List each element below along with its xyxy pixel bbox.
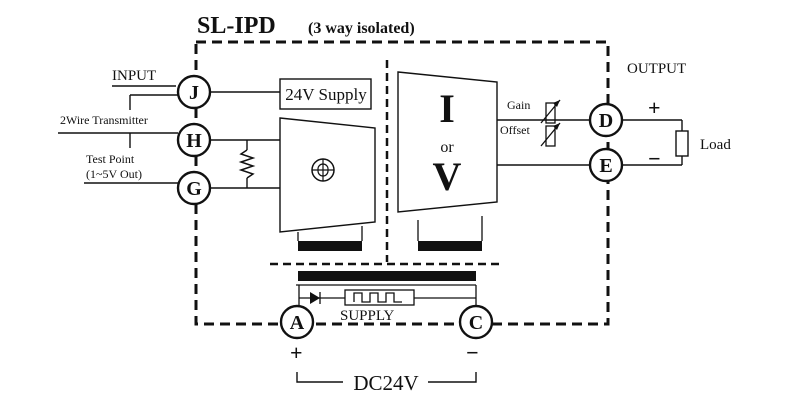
output-wiring (497, 119, 683, 166)
isolator-symbol-icon (311, 158, 335, 182)
terminal-j-label: J (189, 82, 199, 104)
terminal-h-label: H (186, 130, 202, 152)
converter-mid-label: or (440, 139, 454, 156)
terminal-a-label: A (290, 312, 305, 334)
gain-trimmer-icon[interactable] (540, 99, 561, 124)
gain-label: Gain (507, 98, 530, 112)
load-label: Load (700, 137, 731, 153)
converter-bottom-label: V (433, 154, 462, 199)
load-resistor (675, 130, 689, 157)
input-external-wiring (58, 85, 178, 184)
supply-oscillator (298, 285, 477, 306)
offset-label: Offset (500, 123, 530, 137)
supply-plus-sign: + (290, 340, 303, 365)
input-isolator-block (279, 117, 376, 233)
terminal-g-label: G (186, 178, 202, 200)
terminal-c-label: C (469, 312, 483, 334)
terminal-d-label: D (599, 110, 613, 132)
dc-voltage-label: DC24V (353, 371, 418, 395)
terminal-a[interactable]: A (279, 304, 315, 340)
terminal-d[interactable]: D (588, 102, 624, 138)
terminal-j[interactable]: J (176, 74, 212, 110)
supply-label: SUPPLY (340, 308, 395, 324)
supply-box-label: 24V Supply (285, 85, 367, 104)
supply-diode-icon (310, 292, 320, 304)
terminal-c[interactable]: C (458, 304, 494, 340)
test-point-range-label: (1~5V Out) (86, 167, 142, 181)
transformer-windings (296, 216, 483, 286)
output-plus-sign: + (648, 95, 661, 120)
terminal-e-label: E (599, 155, 612, 177)
output-minus-sign: − (648, 146, 661, 171)
terminal-h[interactable]: H (176, 122, 212, 158)
output-label: OUTPUT (627, 61, 686, 77)
dc-supply-bracket (296, 372, 477, 383)
terminal-e[interactable]: E (588, 147, 624, 183)
transmitter-label: 2Wire Transmitter (60, 113, 148, 127)
offset-trimmer-icon[interactable] (540, 122, 561, 147)
diagram-title: SL-IPD (197, 13, 276, 39)
module-enclosure (194, 40, 610, 326)
input-internal-wiring (210, 91, 280, 189)
converter-top-label: I (439, 86, 455, 131)
test-point-label: Test Point (86, 152, 135, 166)
supply-box (279, 78, 372, 110)
shunt-resistor (238, 149, 256, 179)
terminal-g[interactable]: G (176, 170, 212, 206)
diagram-subtitle: (3 way isolated) (308, 20, 415, 37)
output-converter-block (397, 71, 498, 213)
supply-minus-sign: − (466, 340, 479, 365)
input-label: INPUT (112, 68, 156, 84)
transformer-cores (298, 241, 482, 281)
